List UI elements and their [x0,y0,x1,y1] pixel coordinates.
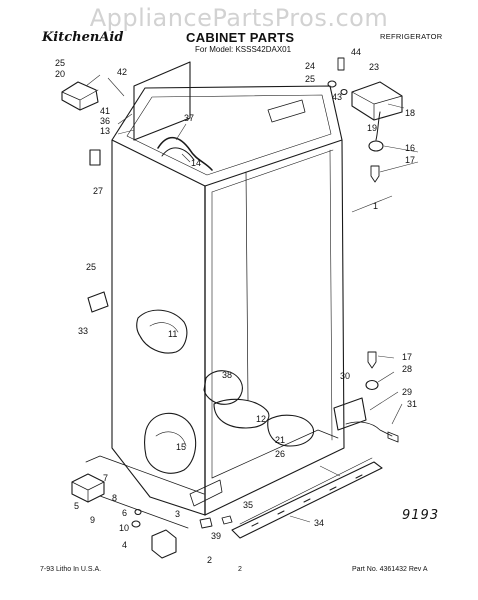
callout-1: 1 [373,201,378,211]
callout-2: 2 [207,555,212,565]
cabinet-inner-top-edge [211,149,334,193]
shelf-support-11 [136,309,188,354]
callout-9: 9 [90,515,95,525]
callout-23: 23 [369,62,379,72]
shelf-support-15 [143,412,197,474]
bracket-30 [333,397,367,431]
callout-5: 5 [74,501,79,511]
model-line: For Model: KSSS42DAX01 [195,45,292,54]
callout-34: 34 [314,518,324,528]
cabinet-inner-right [329,149,333,441]
callout-30: 30 [340,371,350,381]
callout-43: 43 [332,92,342,102]
callout-3: 3 [175,509,180,519]
clip-27 [89,149,101,166]
handwritten-note: 9193 [402,508,440,523]
callout-42: 42 [117,67,127,77]
callout-7: 7 [103,473,108,483]
brand-logo: KitchenAid [42,30,124,45]
cabinet-left-wall [111,139,206,516]
footer-print-info: 7-93 Litho In U.S.A. [40,566,102,573]
callout-41: 41 [100,106,110,116]
cabinet-top [111,85,343,187]
category-label: REFRIGERATOR [380,32,443,41]
callout-15: 15 [176,442,186,452]
callout-25-left-top: 25 [55,58,65,68]
hinge-lower [71,473,105,503]
page-title: CABINET PARTS [186,30,295,45]
callout-37: 37 [184,113,194,123]
cabinet-top-inner [126,94,332,176]
callout-17-top: 17 [405,155,415,165]
footer-part-number: Part No. 4361432 Rev A [352,566,428,573]
hinge-upper [351,81,403,121]
back-plate [133,61,191,141]
callout-39: 39 [211,531,221,541]
callout-44: 44 [351,47,361,57]
watermark: AppliancePartsPros.com [89,4,389,32]
callout-33: 33 [78,326,88,336]
callout-10: 10 [119,523,129,533]
callout-6: 6 [122,508,127,518]
shelf-support-21 [267,414,314,447]
leveler-4 [151,529,177,559]
shelf-support-38 [203,370,243,405]
callout-35: 35 [243,500,253,510]
callout-27: 27 [93,186,103,196]
callout-28: 28 [402,364,412,374]
callout-26: 26 [275,449,285,459]
washer-10 [131,520,141,528]
base-rail [231,461,383,539]
callout-25-left-mid: 25 [86,262,96,272]
callout-12: 12 [256,414,266,424]
bracket-33 [87,291,109,313]
callout-16: 16 [405,143,415,153]
callout-19: 19 [367,123,377,133]
shelf-support-12 [213,398,270,429]
callout-36: 36 [100,116,110,126]
footer-page-number: 2 [238,566,242,573]
callout-38: 38 [222,370,232,380]
nut-6 [134,508,142,516]
callout-17-mid: 17 [402,352,412,362]
toe-bracket [189,479,223,507]
callout-18: 18 [405,108,415,118]
callout-4: 4 [122,540,127,550]
cabinet-right-wall [204,139,345,516]
callout-14: 14 [191,158,201,168]
callout-24: 24 [305,61,315,71]
wire-harness [157,136,213,171]
cam-28 [365,379,379,391]
callout-11: 11 [168,329,177,339]
callout-21: 21 [275,435,285,445]
callout-29: 29 [402,387,412,397]
connector-block [61,81,99,111]
callout-25-right-top: 25 [305,74,315,84]
cabinet-divider [245,171,249,401]
callout-31: 31 [407,399,417,409]
callout-13: 13 [100,126,110,136]
callout-20: 20 [55,69,65,79]
cabinet-floor [211,429,339,479]
callout-8: 8 [112,493,117,503]
hinge-bushing [368,140,384,152]
top-rear-bracket [267,99,306,123]
